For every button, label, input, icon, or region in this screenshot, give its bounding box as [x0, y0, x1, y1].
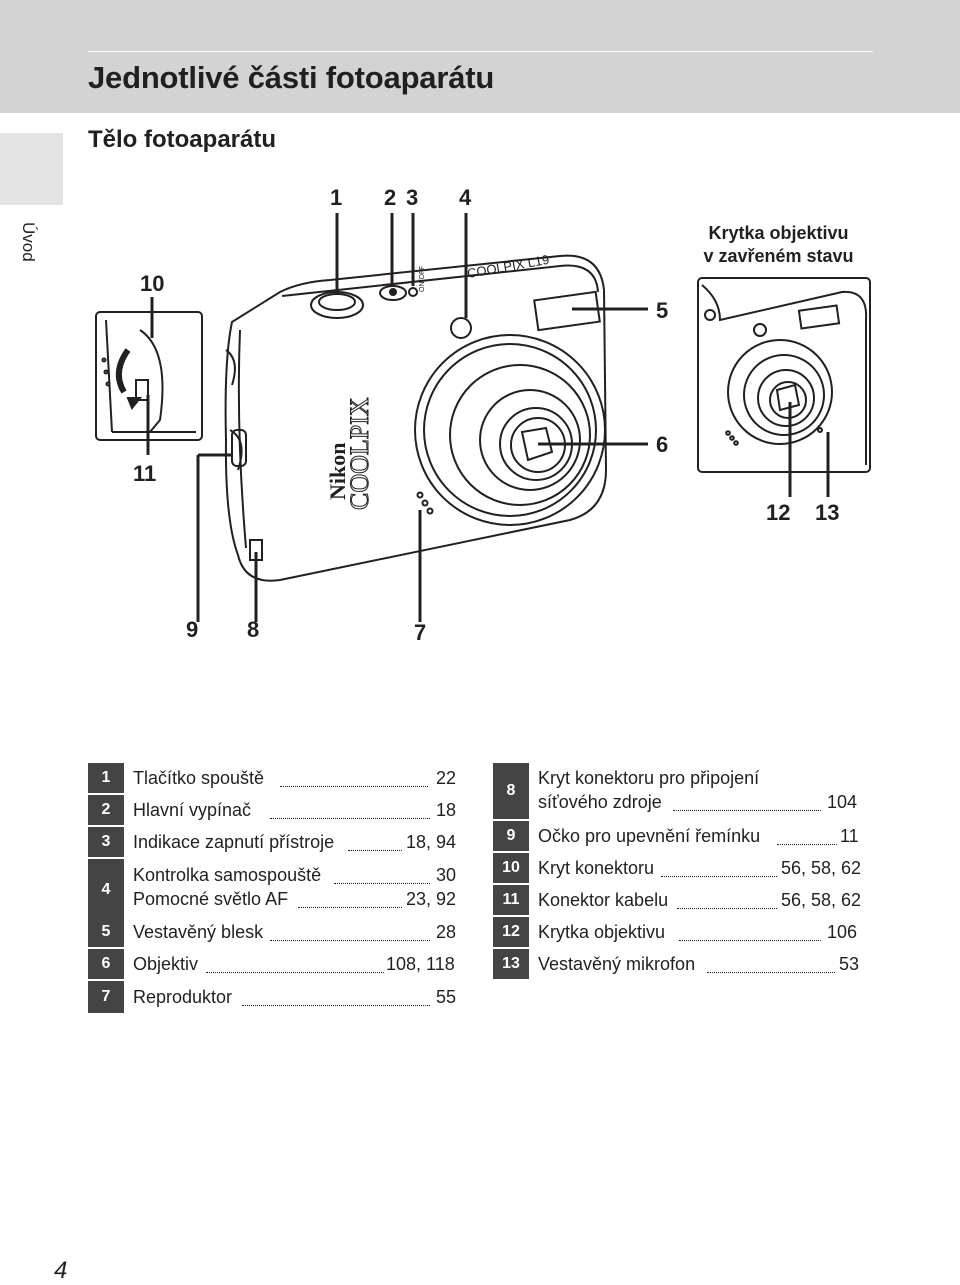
coolpix-logo: COOLPIX [345, 397, 374, 510]
legend-page: 23, 92 [406, 889, 457, 909]
callout-11: 11 [133, 461, 157, 486]
legend-page: 53 [839, 954, 860, 974]
leader-dots [348, 850, 402, 851]
lens-outer [414, 334, 606, 526]
legend-number: 8 [493, 763, 529, 819]
callout-12: 12 [766, 500, 791, 525]
legend-label: Kryt konektoru [538, 858, 655, 878]
legend-page: 11 [840, 826, 859, 846]
leader-dots [679, 940, 821, 941]
legend-label: Pomocné světlo AF [133, 889, 289, 909]
legend-label: Reproduktor [133, 987, 233, 1007]
legend-number: 3 [88, 827, 124, 857]
strap-eyelet-shape [231, 429, 247, 467]
legend-page: 18, 94 [406, 832, 457, 852]
callout-8: 8 [247, 617, 260, 642]
camera-body-inner [237, 329, 247, 549]
camera-top-edge [281, 264, 599, 297]
legend-number: 6 [88, 949, 124, 979]
callout-7: 7 [414, 620, 427, 645]
inset-lens-outer [727, 339, 833, 445]
coolpix-l19-label: COOLPIX L19 [466, 252, 550, 281]
nikon-logo: Nikon [325, 443, 350, 500]
legend-label: Očko pro upevnění řemínku [538, 826, 761, 846]
legend-label: Objektiv [133, 954, 199, 974]
legend-number: 9 [493, 821, 529, 851]
leader-dots [298, 907, 402, 908]
leader-dots [270, 940, 430, 941]
legend-number: 13 [493, 949, 529, 979]
leader-dots [242, 1005, 430, 1006]
header-band [0, 0, 960, 113]
leader-dots [677, 908, 777, 909]
legend-label: Indikace zapnutí přístroje [133, 832, 335, 852]
legend-number: 10 [493, 853, 529, 883]
legend-page: 18 [436, 800, 457, 820]
legend-page: 28 [436, 922, 457, 942]
header-rule [88, 51, 873, 52]
flash-shape [533, 290, 601, 332]
legend-label: Kontrolka samospouště [133, 865, 322, 885]
page-title: Jednotlivé části fotoaparátu [88, 60, 495, 95]
callout-13: 13 [815, 500, 840, 525]
lens-cap-inset-frame [697, 277, 871, 473]
legend-number: 4 [88, 859, 124, 921]
legend-page: 106 [827, 922, 858, 942]
leader-dots [661, 876, 777, 877]
legend-page: 55 [436, 987, 457, 1007]
lens-shutter-blades [520, 426, 554, 462]
legend-label: síťového zdroje [538, 792, 662, 812]
power-indicator-shape [408, 287, 418, 297]
legend-number: 7 [88, 981, 124, 1013]
lens-cap-caption: Krytka objektivu v zavřeném stavu [686, 222, 871, 268]
legend-label: Vestavěný mikrofon [538, 954, 696, 974]
section-title: Tělo fotoaparátu [88, 126, 277, 153]
camera-body [224, 254, 608, 582]
page-number: 4 [54, 1257, 68, 1284]
legend-label: Krytka objektivu [538, 922, 666, 942]
shutter-button-shape [310, 291, 364, 319]
legend-page: 108, 118 [386, 954, 455, 974]
legend-page: 104 [827, 792, 858, 812]
legend-label: Kryt konektoru pro připojení [538, 768, 760, 788]
legend-label: Konektor kabelu [538, 890, 669, 910]
connector-arrow [115, 348, 131, 394]
leader-dots [270, 818, 430, 819]
callout-6: 6 [656, 432, 669, 457]
legend-page: 30 [436, 865, 457, 885]
legend-number: 5 [88, 917, 124, 947]
leader-dots [206, 972, 384, 973]
on-off-label: ON/OFF [419, 266, 426, 292]
callout-3: 3 [406, 185, 419, 210]
legend-number: 1 [88, 763, 124, 793]
callout-10: 10 [140, 271, 165, 296]
legend-label: Tlačítko spouště [133, 768, 265, 788]
legend-label: Hlavní vypínač [133, 800, 252, 820]
legend-number: 12 [493, 917, 529, 947]
legend-page: 56, 58, 62 [781, 858, 862, 878]
callout-5: 5 [656, 298, 669, 323]
legend-label: Vestavěný blesk [133, 922, 264, 942]
self-timer-lamp-shape [450, 317, 472, 339]
leader-dots [280, 786, 428, 787]
callout-2: 2 [384, 185, 397, 210]
leader-dots [707, 972, 835, 973]
camera-illustration: Nikon COOLPIX COOLPIX L19 ON/OFF [95, 213, 871, 622]
legend-page: 22 [436, 768, 457, 788]
legend-number: 11 [493, 885, 529, 915]
callout-9: 9 [186, 617, 199, 642]
callout-4: 4 [459, 185, 472, 210]
lens-cap-caption-line-2: v zavřeném stavu [703, 246, 854, 266]
leader-dots [673, 810, 821, 811]
side-tab [0, 133, 63, 205]
legend-number: 2 [88, 795, 124, 825]
legend-page: 56, 58, 62 [781, 890, 862, 910]
lens-cap-caption-line-1: Krytka objektivu [708, 223, 849, 243]
leader-dots [334, 883, 430, 884]
leader-dots [777, 844, 837, 845]
callout-1: 1 [330, 185, 343, 210]
